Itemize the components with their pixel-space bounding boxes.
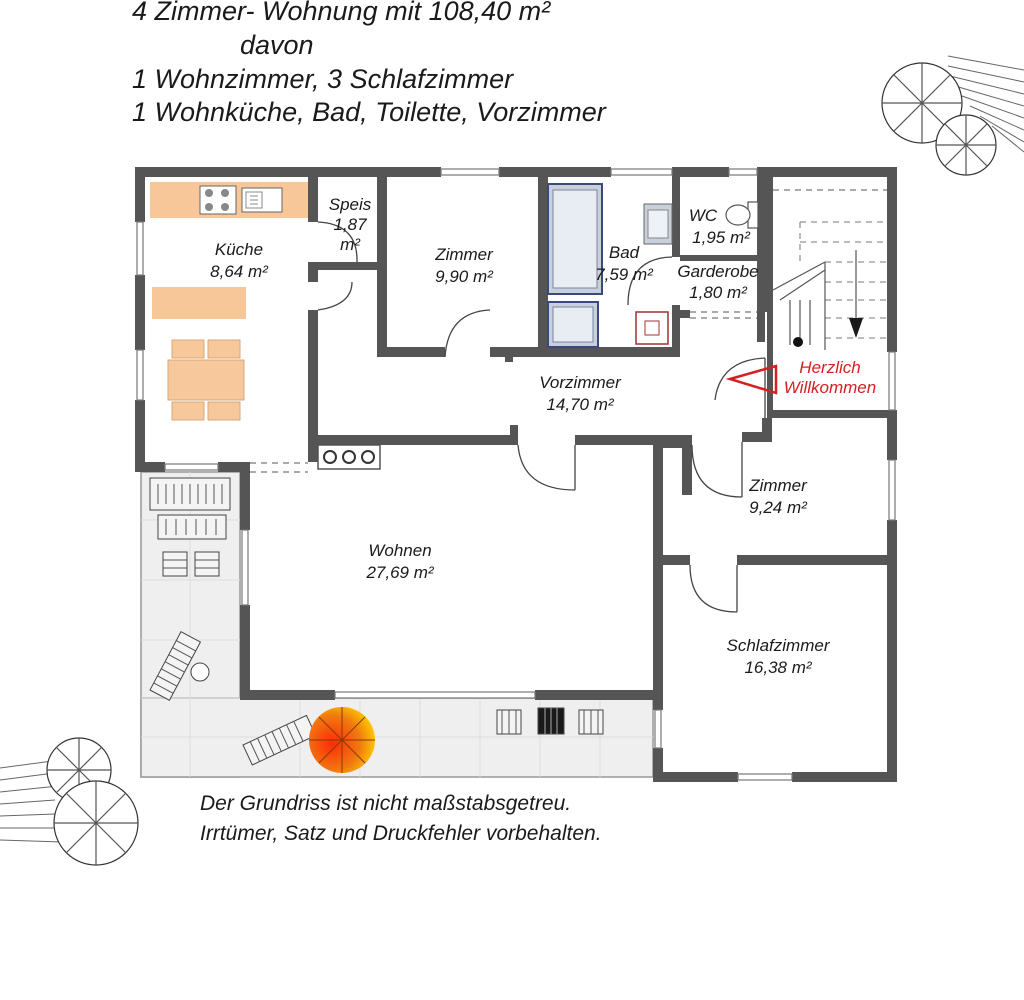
room-area-bad: 7,59 m² <box>595 265 654 284</box>
tree-top-right <box>881 55 1024 176</box>
room-label-garderobe: Garderobe <box>677 262 758 281</box>
room-area-kueche: 8,64 m² <box>210 262 269 281</box>
room-label-wc: WC <box>689 206 718 225</box>
entrance-line-1: Herzlich <box>799 358 860 377</box>
room-label-zimmer-1: Zimmer <box>434 245 494 264</box>
room-area-wohnen: 27,69 m² <box>365 563 434 582</box>
room-label-schlafzimmer: Schlafzimmer <box>727 636 831 655</box>
kitchen-counter <box>150 182 308 319</box>
header-line-4: 1 Wohnküche, Bad, Toilette, Vorzimmer <box>132 97 606 127</box>
disclaimer-line-2: Irrtümer, Satz und Druckfehler vorbehalt… <box>200 822 602 845</box>
doors <box>317 221 766 613</box>
bath-fixtures <box>547 183 673 348</box>
umbrella <box>309 707 375 773</box>
room-label-kueche: Küche <box>215 240 263 259</box>
room-area-zimmer-2: 9,24 m² <box>749 498 808 517</box>
room-label-vorzimmer: Vorzimmer <box>539 373 622 392</box>
room-unit-speis: m² <box>340 235 361 254</box>
dining-table <box>167 339 245 421</box>
stove <box>317 444 381 470</box>
toilet <box>725 201 759 229</box>
room-label-speis: Speis <box>329 195 372 214</box>
room-area-schlafzimmer: 16,38 m² <box>744 658 812 677</box>
room-area-garderobe: 1,80 m² <box>689 283 748 302</box>
room-area-vorzimmer: 14,70 m² <box>546 395 614 414</box>
header-line-3: 1 Wohnzimmer, 3 Schlafzimmer <box>132 64 514 94</box>
walls <box>135 167 897 782</box>
room-area-wc: 1,95 m² <box>692 228 751 247</box>
disclaimer-line-1: Der Grundriss ist nicht maßstabsgetreu. <box>200 792 572 815</box>
terrace-furniture <box>149 477 604 766</box>
room-area-speis: 1,87 <box>333 215 367 234</box>
header-line-1: 4 Zimmer- Wohnung mit 108,40 m² <box>132 0 551 26</box>
windows <box>136 168 896 781</box>
room-area-zimmer-1: 9,90 m² <box>435 267 494 286</box>
room-label-zimmer-2: Zimmer <box>748 476 808 495</box>
room-label-wohnen: Wohnen <box>368 541 431 560</box>
entrance-arrow-icon <box>725 364 778 395</box>
tree-bottom-left <box>0 737 139 866</box>
entrance-line-2: Willkommen <box>784 378 876 397</box>
header-line-2: davon <box>240 30 314 60</box>
staircase <box>799 221 887 339</box>
room-label-bad: Bad <box>609 243 640 262</box>
